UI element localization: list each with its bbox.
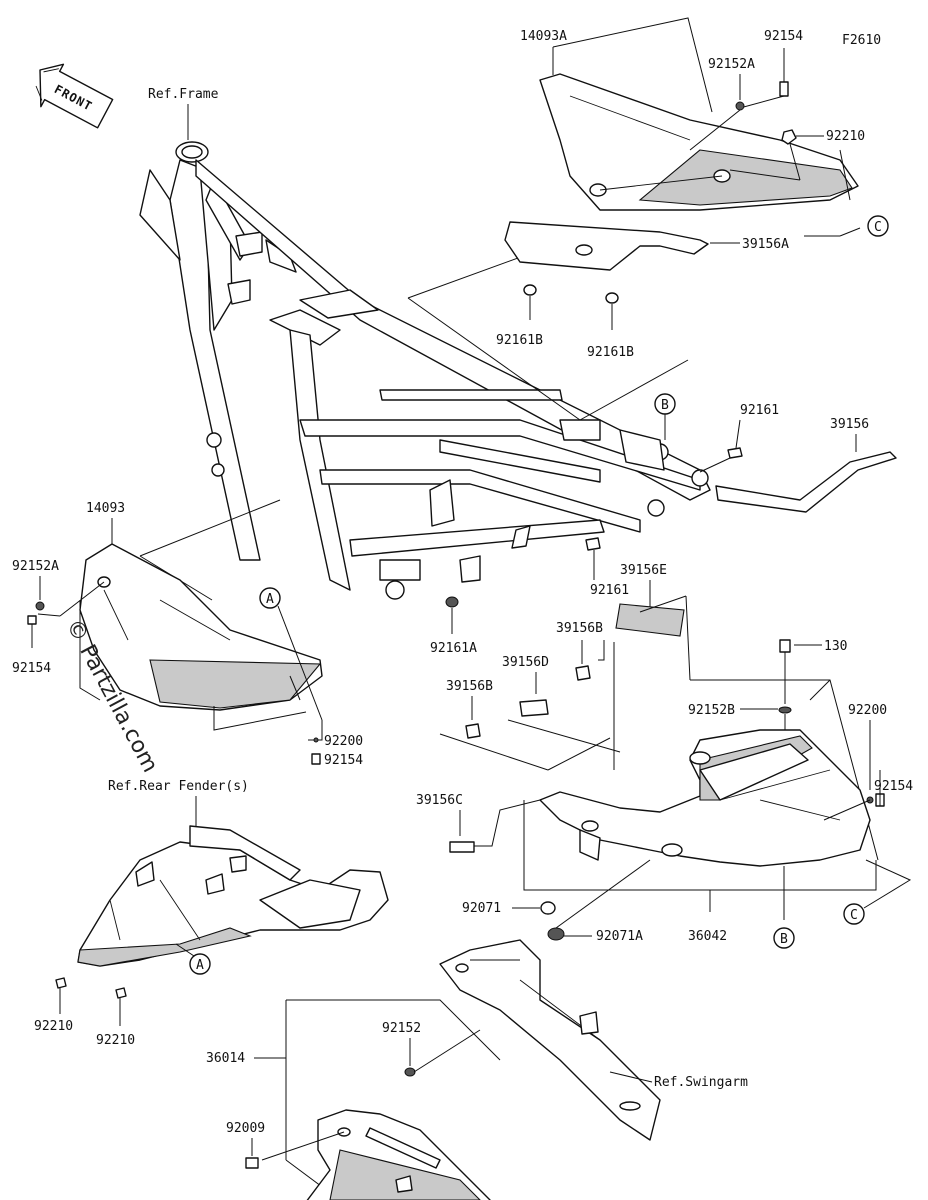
washer-92152A-left: [35, 601, 45, 611]
bolt-92154-top: [779, 81, 789, 97]
nut-92210-b: [115, 987, 127, 999]
figure-id: F2610: [842, 33, 881, 48]
part-36042-under-tray: [539, 729, 871, 867]
front-arrow-badge: FRONT: [35, 63, 114, 129]
label-92154-mid: 92154: [324, 753, 363, 768]
label-92071A: 92071A: [596, 929, 643, 944]
pad-39156B-top: [575, 665, 591, 681]
label-92154-left: 92154: [12, 661, 51, 676]
label-92071: 92071: [462, 901, 501, 916]
pad-92161-right: [727, 447, 743, 459]
label-92152B: 92152B: [688, 703, 735, 718]
label-92152A-left: 92152A: [12, 559, 59, 574]
washer-92152: [404, 1067, 416, 1077]
bolt-92009: [245, 1157, 259, 1169]
grommet-92161A: [445, 596, 459, 608]
callout-a-mid-letter: A: [266, 592, 274, 607]
label-130: 130: [824, 639, 847, 654]
grommet-92161B-right: [605, 292, 619, 304]
label-92161B-left: 92161B: [496, 333, 543, 348]
label-39156A: 39156A: [742, 237, 789, 252]
label-92161B-right: 92161B: [587, 345, 634, 360]
callout-c-lower-letter: C: [850, 908, 858, 923]
pad-92161-mid: [585, 537, 601, 551]
label-39156B-top: 39156B: [556, 621, 603, 636]
label-92154-top: 92154: [764, 29, 803, 44]
callout-c-top: [867, 215, 889, 237]
swingarm: [439, 939, 661, 1141]
nut-92210-a: [55, 977, 67, 989]
label-39156: 39156: [830, 417, 869, 432]
bolt-92154-left: [27, 615, 37, 625]
part-14093A-side-cover-right: [539, 73, 859, 211]
label-14093A: 14093A: [520, 29, 567, 44]
washer-92152B: [778, 706, 792, 714]
callout-b-lower-letter: B: [780, 932, 788, 947]
part-36014-chain-cover: [306, 1109, 491, 1200]
label-92009: 92009: [226, 1121, 265, 1136]
label-36042: 36042: [688, 929, 727, 944]
label-92154-right: 92154: [874, 779, 913, 794]
clip-92200-mid: [313, 737, 319, 743]
ref-swingarm-label: Ref.Swingarm: [654, 1075, 748, 1090]
bolt-130: [779, 639, 791, 653]
rear-fender: [77, 825, 389, 967]
label-39156D: 39156D: [502, 655, 549, 670]
grommet-92071A: [547, 927, 565, 941]
label-92161-mid: 92161: [590, 583, 629, 598]
pad-39156B-left: [465, 723, 481, 739]
washer-92152A-top: [735, 101, 745, 111]
label-92161-right: 92161: [740, 403, 779, 418]
grommet-92071: [540, 901, 556, 915]
label-92200-mid: 92200: [324, 734, 363, 749]
label-92210-b: 92210: [96, 1033, 135, 1048]
callout-b-top-letter: B: [661, 398, 669, 413]
grommet-92161B-left: [523, 284, 537, 296]
part-39156E-pad: [615, 603, 685, 637]
callout-c-lower: [843, 903, 865, 925]
part-39156-strip: [715, 451, 897, 513]
pad-39156C: [449, 841, 475, 853]
label-36014: 36014: [206, 1051, 245, 1066]
part-39156A-pad: [504, 221, 709, 271]
label-39156E: 39156E: [620, 563, 667, 578]
callout-c-top-letter: C: [874, 220, 882, 235]
label-14093: 14093: [86, 501, 125, 516]
ref-frame-label: Ref.Frame: [148, 87, 219, 102]
frame: [139, 141, 711, 600]
bolt-92154-mid: [311, 753, 321, 765]
label-92161A: 92161A: [430, 641, 477, 656]
callout-b-lower: [773, 927, 795, 949]
label-92152A-top: 92152A: [708, 57, 755, 72]
label-39156B-left: 39156B: [446, 679, 493, 694]
callout-a-lower: [189, 953, 211, 975]
label-92210-a: 92210: [34, 1019, 73, 1034]
label-92152: 92152: [382, 1021, 421, 1036]
ref-rear-fender-label: Ref.Rear Fender(s): [108, 779, 249, 794]
label-39156C: 39156C: [416, 793, 463, 808]
callout-a-mid: [259, 587, 281, 609]
callout-a-lower-letter: A: [196, 958, 204, 973]
nut-92210-top: [781, 129, 797, 145]
label-92210-top: 92210: [826, 129, 865, 144]
part-14093-side-cover-left: [79, 543, 323, 711]
label-92200-right: 92200: [848, 703, 887, 718]
pad-39156D: [519, 699, 549, 717]
